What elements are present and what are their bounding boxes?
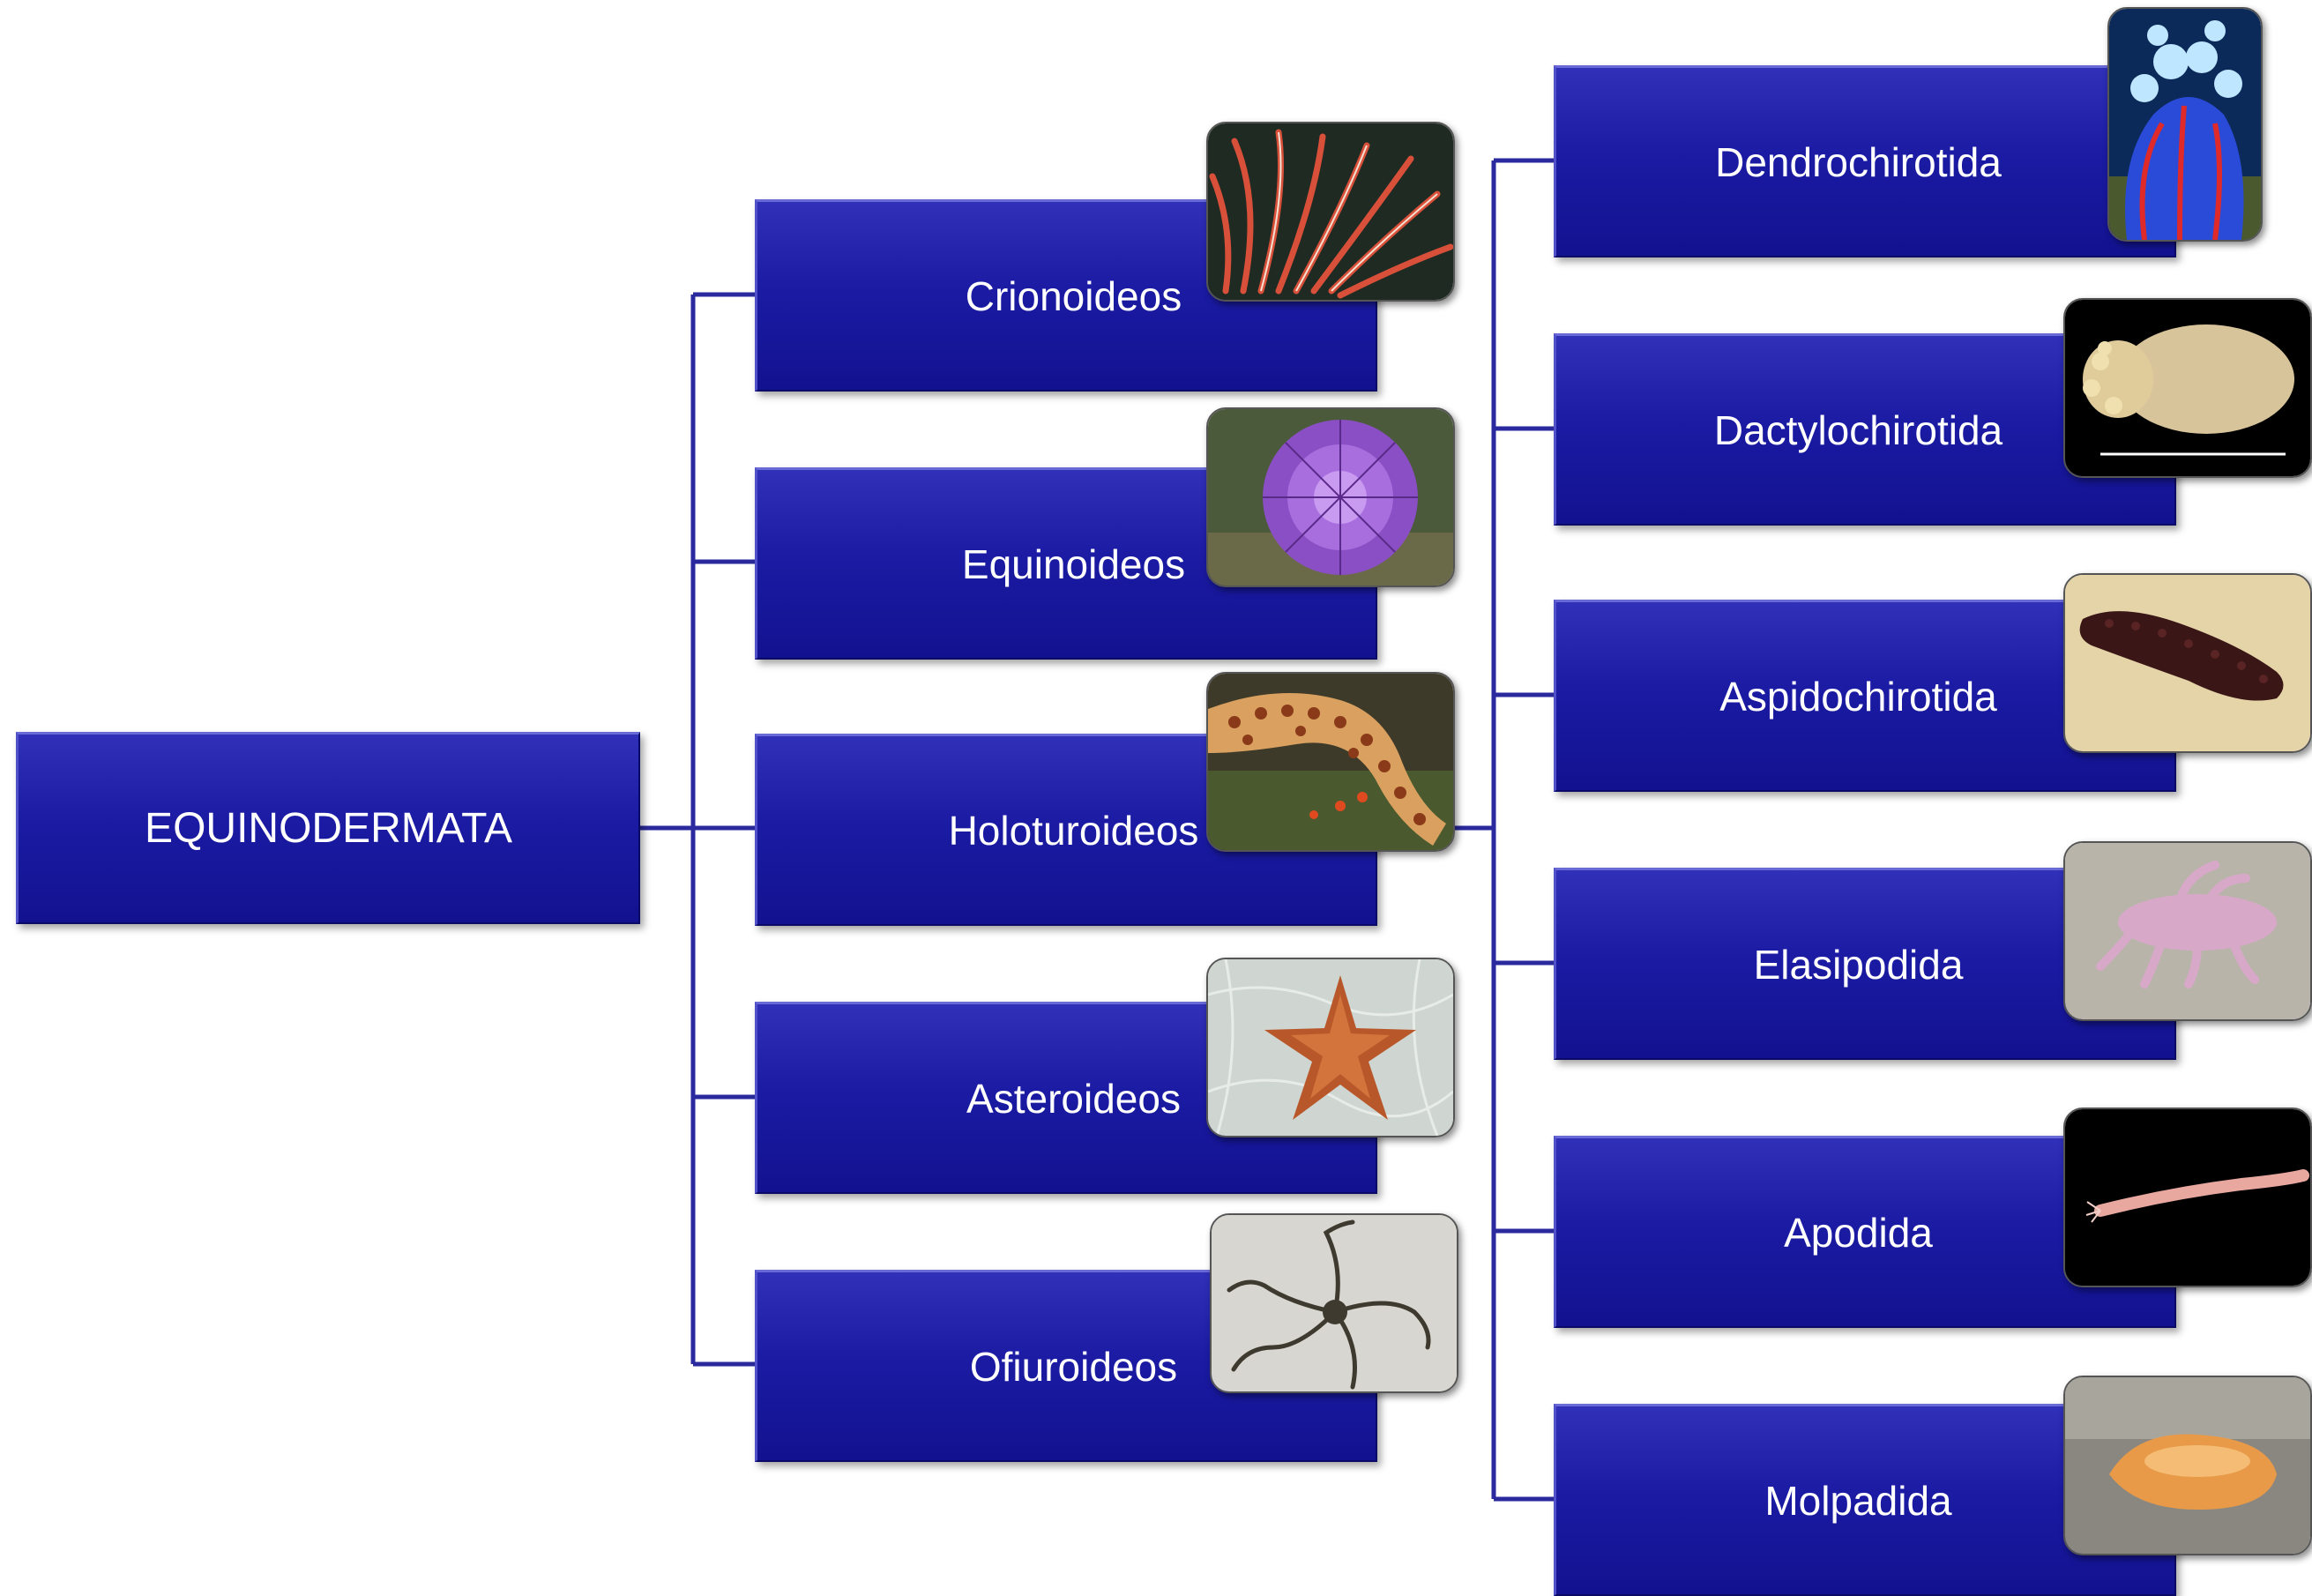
root-label: EQUINODERMATA: [145, 804, 512, 853]
orange-cucumber-image: [2063, 1376, 2312, 1555]
sea-pig-image: [2063, 841, 2312, 1021]
class-label: Equinoideos: [962, 541, 1185, 588]
order-label: Elasipodida: [1754, 941, 1964, 988]
brittle-star-image: [1210, 1213, 1458, 1393]
order-label: Apodida: [1784, 1209, 1933, 1257]
class-label: Holoturoideos: [949, 807, 1199, 854]
starfish-image: [1206, 958, 1455, 1137]
feather-star-image: [1206, 122, 1455, 302]
class-label: Crionoideos: [966, 272, 1182, 320]
order-label: Dactylochirotida: [1714, 406, 2002, 454]
root-node-equinodermata: EQUINODERMATA: [16, 732, 640, 924]
order-label: Aspidochirotida: [1719, 673, 1997, 720]
order-node-dendrochirotida: Dendrochirotida: [1554, 65, 2176, 257]
sea-urchin-image: [1206, 407, 1455, 587]
dark-sea-cucumber-image: [2063, 573, 2312, 753]
worm-cucumber-image: [2063, 1108, 2312, 1287]
sea-cucumber-image: [1206, 672, 1455, 852]
sea-apple-image: [2107, 7, 2263, 242]
class-label: Ofiuroideos: [970, 1343, 1177, 1391]
class-label: Asteroideos: [966, 1075, 1181, 1122]
museum-specimen-image: [2063, 298, 2312, 478]
order-label: Dendrochirotida: [1715, 138, 2002, 186]
order-label: Molpadida: [1764, 1477, 1951, 1525]
